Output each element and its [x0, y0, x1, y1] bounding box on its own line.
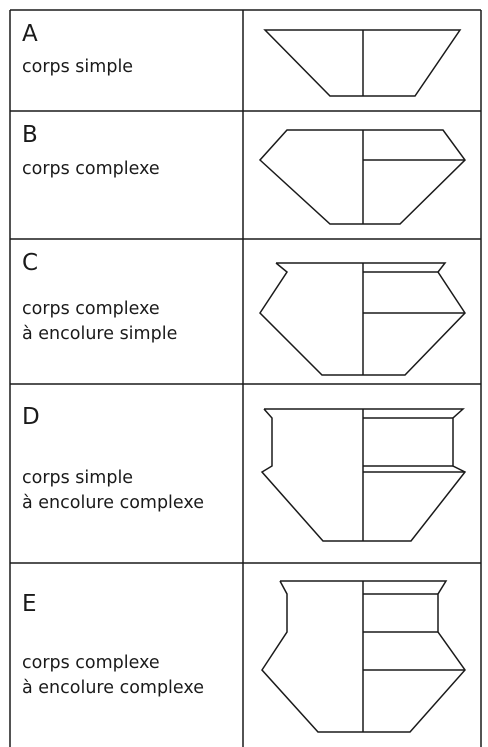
vessel-profile-e: [261, 580, 466, 733]
vessel-profile-d: [260, 408, 467, 542]
type-row-c: C corps complexe à encolure simple: [10, 239, 482, 384]
type-row-b: B corps complexe: [10, 111, 482, 239]
type-letter: C: [22, 250, 39, 276]
vessel-d-outline: [260, 408, 467, 542]
type-letter: B: [22, 122, 38, 148]
type-row-a: A corps simple: [10, 10, 482, 111]
type-description: corps complexe à encolure simple: [22, 299, 178, 344]
vessel-e-outline: [261, 580, 466, 733]
vessel-c-outline: [259, 262, 466, 376]
type-label-cell: D corps simple à encolure complexe: [10, 384, 243, 563]
type-label-cell: B corps complexe: [10, 111, 243, 239]
vessel-profile-c: [259, 262, 466, 376]
vessel-b-outline: [258, 129, 466, 225]
vessel-profile-a: [263, 29, 462, 97]
type-description: corps complexe à encolure complexe: [22, 653, 204, 698]
vessel-a-outline: [263, 29, 462, 97]
type-label-cell: A corps simple: [10, 10, 243, 111]
type-label-cell: E corps complexe à encolure complexe: [10, 563, 243, 747]
vessel-profile-b: [258, 129, 466, 225]
type-label-cell: C corps complexe à encolure simple: [10, 239, 243, 384]
type-description: corps simple à encolure complexe: [22, 468, 204, 513]
type-description: corps complexe: [22, 159, 160, 179]
type-letter: E: [22, 591, 37, 617]
type-row-d: D corps simple à encolure complexe: [10, 384, 482, 563]
type-description: corps simple: [22, 57, 134, 77]
type-letter: D: [22, 404, 40, 430]
type-row-e: E corps complexe à encolure complexe: [10, 563, 482, 747]
type-letter: A: [22, 21, 38, 47]
